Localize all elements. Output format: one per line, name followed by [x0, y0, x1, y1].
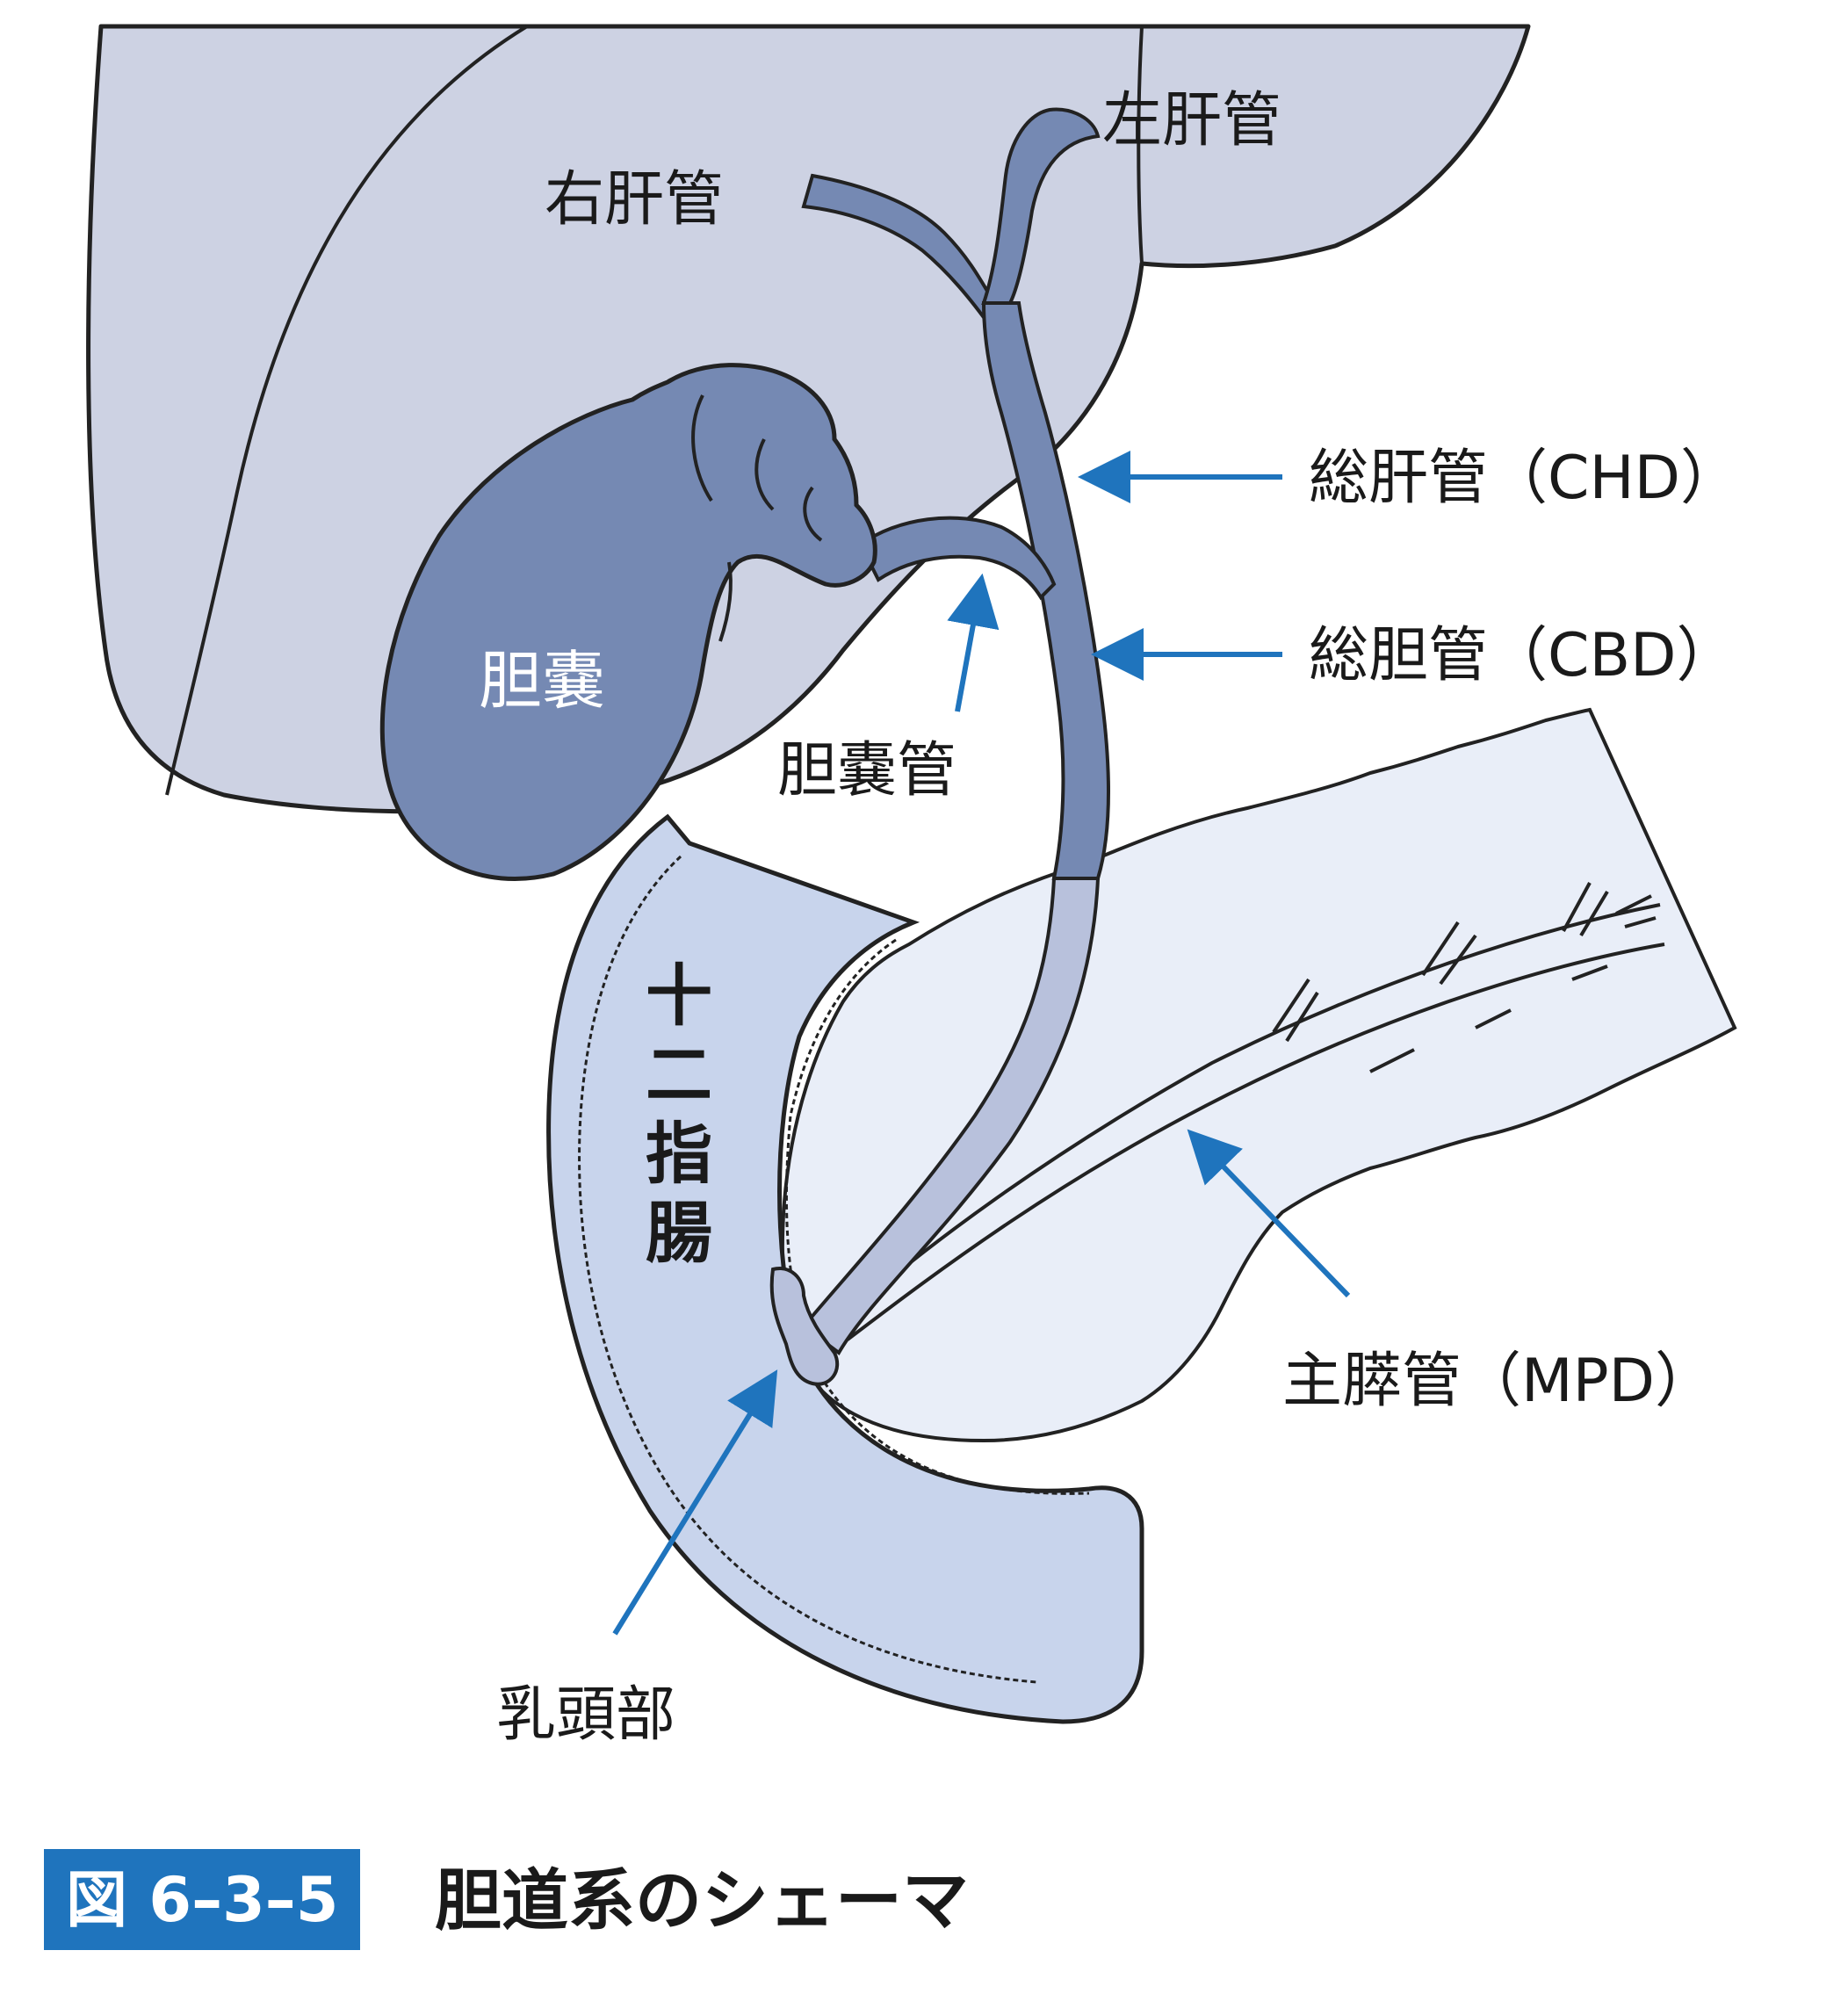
- pancreas: [780, 707, 1737, 1443]
- left-hepatic-duct: [981, 107, 1101, 305]
- gallbladder-fold: [803, 486, 823, 542]
- label-duodenum-4: 腸: [646, 1194, 712, 1272]
- arrow-cystic: [947, 573, 1000, 712]
- cystic-duct: [858, 516, 1057, 601]
- duodenum-mucosa-left: [578, 855, 1037, 1684]
- label-cystic-duct: 胆嚢管: [777, 736, 956, 805]
- bile-ducts: [801, 107, 1110, 1355]
- label-right-hepatic-duct: 右肝管: [545, 165, 724, 235]
- label-duodenum-2: 二: [646, 1036, 712, 1114]
- label-duodenum-1: 十: [646, 957, 712, 1035]
- figure-caption: 図 6–3–5 胆道系のシェーマ: [44, 1849, 969, 1950]
- liver-lobe-line: [165, 25, 529, 796]
- duct-branch: [1615, 894, 1657, 928]
- arrow-papilla: [612, 1369, 778, 1636]
- arrows: [612, 451, 1351, 1636]
- caption-title: 胆道系のシェーマ: [435, 1861, 969, 1940]
- main-pancreatic-duct: [833, 903, 1661, 1328]
- pancreas-body: [780, 707, 1737, 1443]
- label-duodenum-3: 指: [646, 1115, 712, 1193]
- caption-number-box: [44, 1849, 360, 1950]
- duct-branch: [1421, 921, 1477, 986]
- duct-branch: [1272, 978, 1319, 1043]
- common-bile-duct-lower: [801, 877, 1101, 1355]
- arrow-mpd: [1187, 1129, 1351, 1298]
- papilla: [769, 1267, 840, 1386]
- main-pancreatic-duct-lower-wall: [846, 943, 1665, 1341]
- duct-branch: [1369, 964, 1608, 1073]
- gallbladder-body: [379, 363, 877, 882]
- papilla-bump: [769, 1267, 840, 1386]
- label-mpd: 主膵管（MPD）: [1282, 1347, 1714, 1416]
- label-cbd: 総胆管（CBD）: [1309, 621, 1736, 690]
- liver-right-boundary: [1137, 25, 1144, 264]
- gallbladder: [379, 363, 877, 882]
- gallbladder-fold: [691, 394, 713, 502]
- gallbladder-fold: [718, 561, 733, 642]
- label-left-hepatic-duct: 左肝管: [1102, 86, 1281, 155]
- label-chd: 総肝管（CHD）: [1309, 444, 1740, 513]
- label-papilla: 乳頭部: [496, 1680, 675, 1750]
- label-gallbladder: 胆嚢: [479, 644, 605, 718]
- duct-branch: [1562, 882, 1609, 937]
- caption-number: 図 6–3–5: [66, 1864, 339, 1936]
- gallbladder-fold: [754, 438, 775, 511]
